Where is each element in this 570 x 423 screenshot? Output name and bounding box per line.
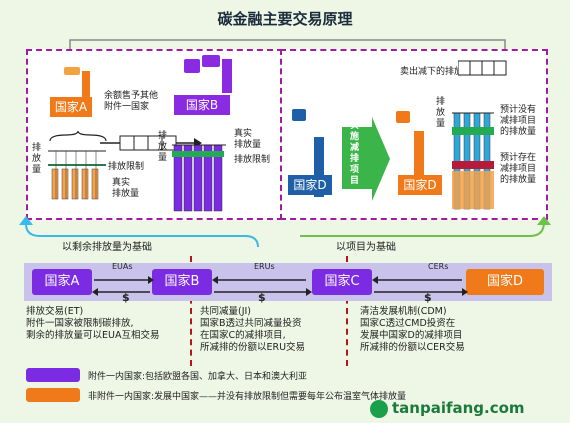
flow-country-a: 国家A [32,269,92,295]
mech-cdm-title: 清洁发展机制(CDM) [360,306,447,317]
mech-et-line2: 剩余的排放量可以EUA互相交易 [26,330,160,341]
transfer-arrow [100,135,202,151]
divider-right [346,256,348,366]
country-b-label: 国家B [174,95,230,115]
up-arrow-right [537,216,551,225]
emissions-label-b: 排 放 量 [158,131,168,163]
emissions-label-a: 排 放 量 [32,143,42,175]
project-label: 实 施 减 排 项 目 [350,121,360,186]
mech-et-title: 排放交易(ET) [26,306,84,317]
project-arrow [342,127,372,189]
country-d2-label: 国家D [398,175,442,195]
factory-icon-d1 [286,109,338,199]
mechanism-et: 排放交易(ET) 附件一国家被限制碳排放, 剩余的排放量可以EUA互相交易 [26,306,159,342]
eru-label: ERUs [254,262,275,271]
project-panel: 卖出减下的排放量 国家D 实 施 减 排 项 目 国家D 排 放 量 预计没有 … [280,49,548,220]
actual-label-a: 真实 排放量 [112,178,140,199]
watermark-logo-icon [370,400,388,418]
mech-ji-line2: 在国家C的减排项目, [200,330,286,341]
divider-left [190,256,192,366]
bars-b [172,144,226,212]
basis-right-label: 以项目为基础 [336,242,396,253]
sold-boxes [458,60,507,76]
mech-cdm-line2: 发展中国家D的减排项目 [360,330,463,341]
emissions-label-d: 排 放 量 [436,97,446,129]
legend-annex1-swatch [26,368,80,382]
actual-label-b: 真实 排放量 [234,129,262,150]
mechanism-ji: 共同减量(JI) 国家B透过共同减量投资 在国家C的减排项目, 所减排的份额以E… [200,306,305,354]
flow-country-d: 国家D [466,269,544,295]
watermark-text: tanpaifang.com [392,399,525,417]
up-arrow-left [19,216,33,225]
project-arrow-head [372,117,390,201]
mech-ji-line1: 国家B透过共同减量投资 [200,318,302,329]
expected-none-label: 预计没有 减排项目 的排放量 [500,105,537,137]
et-panel: 国家A 余额售予其他 附件一国家 排 放 量 排放限制 真实 排放量 国家B 排… [26,49,283,220]
factory-icon-a [48,67,98,99]
eua-label: EUAs [112,262,133,271]
mech-et-line1: 附件一国家被限制碳排放, [26,318,134,329]
basis-left-label: 以剩余排放量为基础 [62,242,152,253]
mech-cdm-line1: 国家C透过CMD投资在 [360,318,456,329]
mech-ji-title: 共同减量(JI) [200,306,252,317]
flow-country-b: 国家B [152,269,212,295]
limit-label-b: 排放限制 [234,155,271,165]
page-title: 碳金融主要交易原理 [217,10,353,28]
bars-d [452,112,494,210]
expected-exist-label: 预计存在 减排项目 的排放量 [500,153,537,185]
mech-ji-line3: 所减排的份额以ERU交易 [200,342,306,353]
limit-label-a: 排放限制 [108,162,145,172]
mechanism-cdm: 清洁发展机制(CDM) 国家C透过CMD投资在 发展中国家D的减排项目 所减排的… [360,306,465,354]
legend-annex1-label: 附件一内国家:包括欧盟各国、加拿大、日本和澳大利亚 [88,372,308,382]
legend-nonannex1-label: 非附件一内国家:发展中国家——并没有排放限制但需要每年公布温室气体排放量 [88,392,407,402]
legend-nonannex1-swatch [26,388,80,402]
mech-cdm-line3: 所减排的份额以CER交易 [360,342,465,353]
country-a-label: 国家A [50,97,92,117]
watermark: tanpaifang.com [370,398,566,420]
cer-label: CERs [428,262,449,271]
factory-icon-b [184,55,244,95]
currency-2: $ [258,291,266,304]
country-d1-label: 国家D [288,175,332,195]
flow-country-c: 国家C [312,269,372,295]
currency-3: $ [424,291,432,304]
bars-a [48,131,107,200]
transfer-label: 余额售予其他 附件一国家 [104,91,159,112]
currency-1: $ [122,291,130,304]
sold-label: 卖出减下的排放量 [400,67,473,77]
factory-icon-d2 [396,111,436,191]
